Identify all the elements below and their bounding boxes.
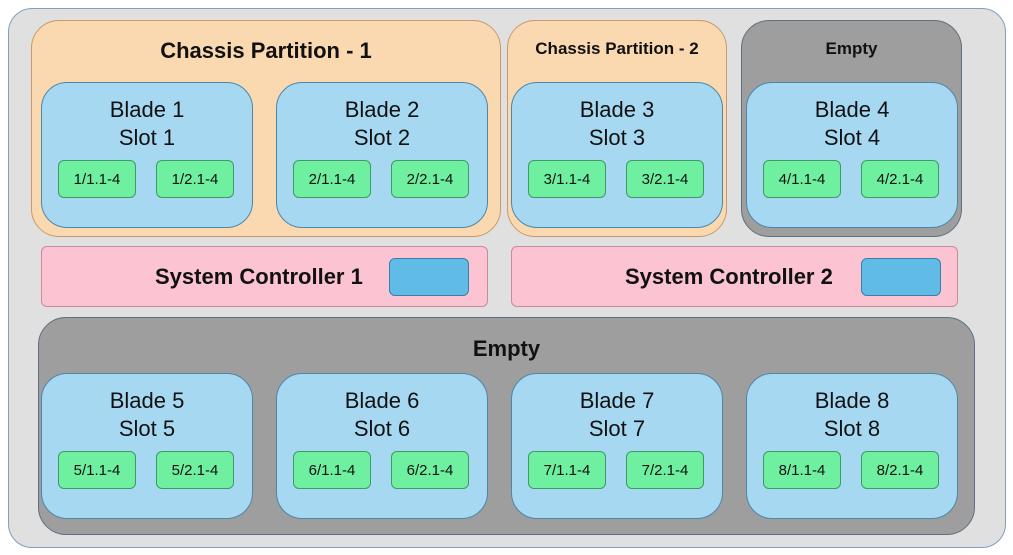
partition-title: Chassis Partition - 2 [535, 39, 699, 58]
controller-label: System Controller 2 [625, 263, 833, 289]
blade-1[interactable]: Blade 1 Slot 1 1/1.1-4 1/2.1-4 [41, 82, 253, 228]
port[interactable]: 3/1.1-4 [528, 160, 606, 198]
blade-slot: Slot 1 [118, 125, 176, 150]
port[interactable]: 3/2.1-4 [626, 160, 704, 198]
port[interactable]: 1/1.1-4 [58, 160, 136, 198]
blade-name: Blade 2 [344, 97, 420, 122]
port[interactable]: 6/2.1-4 [391, 451, 469, 489]
controller-indicator[interactable] [861, 258, 941, 296]
empty-group-title: Empty [472, 336, 541, 361]
blade-slot: Slot 7 [588, 416, 646, 441]
blade-name: Blade 8 [814, 388, 890, 413]
port[interactable]: 5/2.1-4 [156, 451, 234, 489]
blade-slot: Slot 8 [823, 416, 881, 441]
blade-8[interactable]: Blade 8 Slot 8 8/1.1-4 8/2.1-4 [746, 373, 958, 519]
port[interactable]: 1/2.1-4 [156, 160, 234, 198]
blade-5[interactable]: Blade 5 Slot 5 5/1.1-4 5/2.1-4 [41, 373, 253, 519]
blade-slot: Slot 2 [353, 125, 411, 150]
port[interactable]: 5/1.1-4 [58, 451, 136, 489]
blade-name: Blade 5 [109, 388, 185, 413]
controller-indicator[interactable] [389, 258, 469, 296]
blade-name: Blade 1 [109, 97, 185, 122]
port[interactable]: 4/2.1-4 [861, 160, 939, 198]
system-controller-1[interactable]: System Controller 1 [41, 246, 488, 307]
blade-slot: Slot 5 [118, 416, 176, 441]
partition-title: Chassis Partition - 1 [160, 38, 372, 63]
blade-4[interactable]: Blade 4 Slot 4 4/1.1-4 4/2.1-4 [746, 82, 958, 228]
blade-name: Blade 3 [579, 97, 655, 122]
blade-2[interactable]: Blade 2 Slot 2 2/1.1-4 2/2.1-4 [276, 82, 488, 228]
blade-name: Blade 7 [579, 388, 655, 413]
blade-slot: Slot 6 [353, 416, 411, 441]
blade-name: Blade 4 [814, 97, 890, 122]
port[interactable]: 7/1.1-4 [528, 451, 606, 489]
port[interactable]: 8/2.1-4 [861, 451, 939, 489]
blade-3[interactable]: Blade 3 Slot 3 3/1.1-4 3/2.1-4 [511, 82, 723, 228]
blade-6[interactable]: Blade 6 Slot 6 6/1.1-4 6/2.1-4 [276, 373, 488, 519]
blade-name: Blade 6 [344, 388, 420, 413]
system-controller-2[interactable]: System Controller 2 [511, 246, 958, 307]
empty-group-title: Empty [825, 39, 878, 58]
port[interactable]: 8/1.1-4 [763, 451, 841, 489]
port[interactable]: 6/1.1-4 [293, 451, 371, 489]
port[interactable]: 7/2.1-4 [626, 451, 704, 489]
port[interactable]: 2/1.1-4 [293, 160, 371, 198]
blade-slot: Slot 3 [588, 125, 646, 150]
blade-slot: Slot 4 [823, 125, 881, 150]
controller-label: System Controller 1 [155, 263, 363, 289]
blade-7[interactable]: Blade 7 Slot 7 7/1.1-4 7/2.1-4 [511, 373, 723, 519]
port[interactable]: 4/1.1-4 [763, 160, 841, 198]
port[interactable]: 2/2.1-4 [391, 160, 469, 198]
